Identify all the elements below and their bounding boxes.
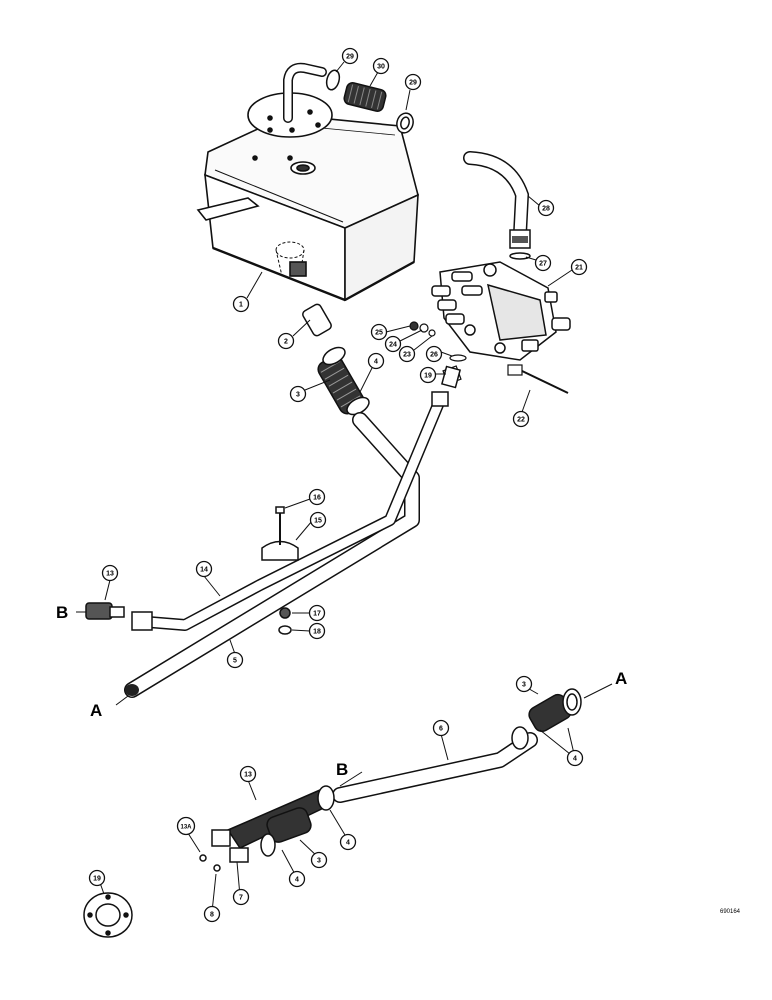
callout-17: 17	[308, 604, 326, 622]
svg-text:18: 18	[313, 629, 321, 636]
svg-text:4: 4	[295, 877, 299, 884]
svg-text:5: 5	[233, 658, 237, 665]
svg-text:29: 29	[409, 80, 417, 87]
callout-19b: 19	[88, 869, 106, 887]
valve-return-line	[463, 151, 531, 260]
lower-hose-right	[511, 688, 582, 750]
svg-text:4: 4	[374, 359, 378, 366]
svg-text:25: 25	[375, 330, 383, 337]
svg-text:3: 3	[296, 392, 300, 399]
callout-7: 7	[232, 888, 250, 906]
leader-lines	[76, 61, 613, 913]
marker-b-lower: B	[336, 760, 348, 779]
callout-1: 1	[232, 295, 250, 313]
callout-29b: 29	[404, 73, 422, 91]
svg-text:1: 1	[239, 302, 243, 309]
callout-15: 15	[309, 511, 327, 529]
svg-text:13A: 13A	[180, 825, 192, 831]
svg-text:2: 2	[284, 339, 288, 346]
callout-14: 14	[195, 560, 213, 578]
svg-text:7: 7	[239, 895, 243, 902]
svg-text:16: 16	[313, 495, 321, 502]
callout-26: 26	[425, 345, 443, 363]
callout-27: 27	[534, 254, 552, 272]
svg-text:4: 4	[346, 840, 350, 847]
callout-2: 2	[277, 332, 295, 350]
pressure-tube-14	[131, 365, 462, 631]
callout-16: 16	[308, 488, 326, 506]
svg-text:29: 29	[346, 54, 354, 61]
callout-22: 22	[512, 410, 530, 428]
suction-tube-5	[124, 412, 420, 698]
svg-text:28: 28	[542, 206, 550, 213]
svg-text:13: 13	[244, 772, 252, 779]
svg-text:15: 15	[314, 518, 322, 525]
marker-b-left: B	[56, 603, 68, 622]
callout-30a: 30	[372, 57, 390, 75]
lower-valve-block	[199, 785, 335, 872]
callout-25: 25	[370, 323, 388, 341]
callout-19a: 19	[419, 366, 437, 384]
svg-text:17: 17	[313, 611, 321, 618]
callout-13b: 13	[239, 765, 257, 783]
svg-text:14: 14	[200, 567, 208, 574]
reservoir-tank	[196, 62, 419, 302]
callout-24: 24	[384, 335, 402, 353]
callout-13a: 13	[101, 564, 119, 582]
adapter-13-upper	[85, 602, 125, 620]
callout-4a: 4	[367, 352, 385, 370]
callout-18: 18	[308, 622, 326, 640]
drawing-number: 690164	[720, 909, 741, 915]
suction-connection	[302, 303, 370, 416]
callout-21: 21	[570, 258, 588, 276]
callout-3c: 3	[310, 851, 328, 869]
callout-4b: 4	[566, 749, 584, 767]
marker-a-top: A	[615, 669, 627, 688]
svg-text:30: 30	[377, 64, 385, 71]
svg-text:6: 6	[439, 726, 443, 733]
svg-text:3: 3	[317, 858, 321, 865]
svg-text:8: 8	[210, 912, 214, 919]
callouts: 29 30 29 1 2 3 4 28 27 21 25 24 23 26 19…	[88, 47, 588, 923]
letter-markers: A A B B	[56, 603, 627, 779]
svg-text:3: 3	[522, 682, 526, 689]
svg-text:21: 21	[575, 265, 583, 272]
callout-3b: 3	[515, 675, 533, 693]
callout-4d: 4	[288, 870, 306, 888]
svg-text:27: 27	[539, 261, 547, 268]
callout-23: 23	[398, 345, 416, 363]
svg-text:23: 23	[403, 352, 411, 359]
callout-6: 6	[432, 719, 450, 737]
callout-8: 8	[203, 905, 221, 923]
callout-13A: 13A	[176, 816, 196, 836]
callout-29a: 29	[341, 47, 359, 65]
svg-text:13: 13	[106, 571, 114, 578]
svg-text:22: 22	[517, 417, 525, 424]
callout-28: 28	[537, 199, 555, 217]
callout-4c: 4	[339, 833, 357, 851]
svg-text:19: 19	[93, 876, 101, 883]
marker-a-bottom: A	[90, 701, 102, 720]
svg-text:24: 24	[389, 342, 397, 349]
return-hose-assembly	[325, 69, 414, 134]
svg-text:4: 4	[573, 756, 577, 763]
callout-5: 5	[226, 651, 244, 669]
tube-clip	[261, 506, 299, 635]
svg-text:19: 19	[424, 373, 432, 380]
callout-3a: 3	[289, 385, 307, 403]
lower-tube-6	[332, 732, 538, 803]
svg-text:26: 26	[430, 352, 438, 359]
control-valve	[431, 261, 571, 361]
flange-19	[83, 892, 133, 938]
